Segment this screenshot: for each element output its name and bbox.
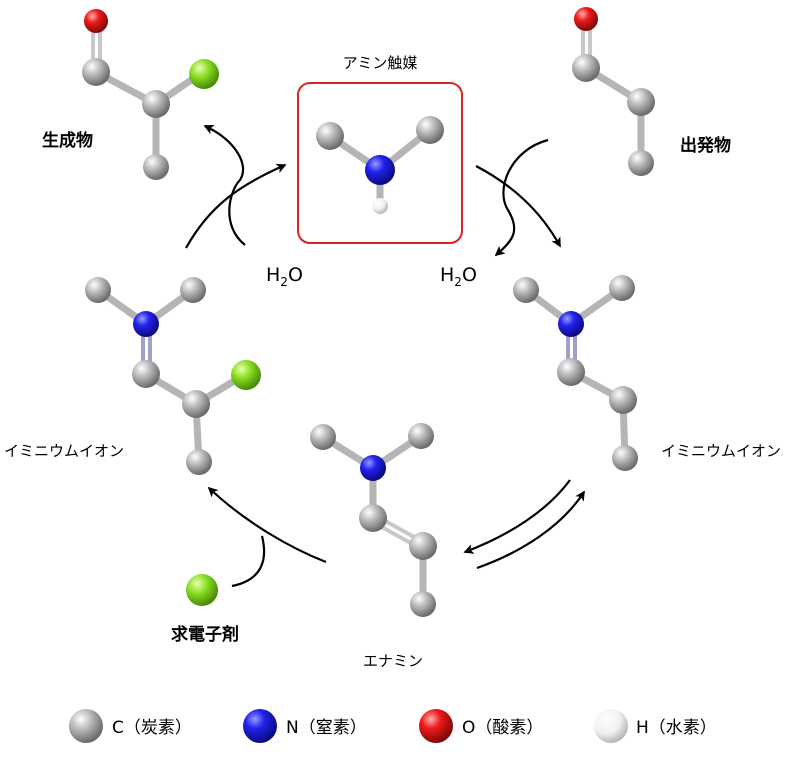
arrow-electrophile-entry	[231, 535, 266, 588]
carbon-atom	[572, 54, 600, 82]
carbon-atom	[409, 532, 437, 560]
svg-text:C（炭素）: C（炭素）	[112, 718, 192, 738]
starting-material-molecule	[572, 7, 655, 176]
iminium-right-label: イミニウムイオン	[661, 442, 781, 460]
carbon-atom	[359, 504, 387, 532]
iminium-left-label: イミニウムイオン	[4, 442, 124, 460]
enamine-label: エナミン	[363, 652, 423, 670]
carbon-atom	[142, 90, 170, 118]
legend-item-carbon: C（炭素）	[69, 709, 192, 743]
enamine-molecule	[310, 423, 437, 617]
carbon-atom	[85, 277, 111, 303]
legend-item-nitrogen: N（窒素）	[243, 709, 367, 743]
hydrogen-atom	[372, 198, 388, 214]
carbon-atom	[609, 386, 637, 414]
water-label-left: H2O	[266, 264, 303, 289]
arrow-iminium-to-catalyst	[185, 163, 287, 249]
legend-item-oxygen: O（酸素）	[419, 709, 543, 743]
nitrogen-atom	[133, 311, 159, 337]
carbon-atom	[408, 423, 434, 449]
carbon-atom	[628, 150, 654, 176]
catalyst-molecule	[316, 116, 444, 214]
carbon-atom	[416, 116, 444, 144]
carbon-atom	[180, 277, 206, 303]
catalyst-box	[297, 82, 463, 244]
carbon-atom	[82, 58, 110, 86]
carbon-atom	[513, 277, 539, 303]
product-label: 生成物	[42, 130, 93, 151]
electrophile-atom	[231, 360, 261, 390]
oxygen-atom	[84, 9, 108, 33]
nitrogen-legend-icon	[243, 709, 277, 743]
carbon-atom	[609, 275, 635, 301]
iminium-ion-left-molecule	[85, 277, 261, 475]
arrow-start-material-entry	[494, 138, 549, 257]
nitrogen-atom	[558, 311, 584, 337]
legend: C（炭素） N（窒素） O（酸素） H（水素）	[69, 709, 717, 743]
water-label-right: H2O	[440, 264, 477, 289]
nitrogen-atom	[360, 455, 386, 481]
arrow-catalyst-to-iminium	[475, 165, 561, 248]
carbon-atom	[143, 154, 169, 180]
catalyst-label: アミン触媒	[343, 54, 418, 72]
carbon-atom	[310, 424, 336, 450]
svg-text:N（窒素）: N（窒素）	[286, 718, 367, 738]
iminium-ion-right-molecule	[513, 275, 638, 471]
svg-text:O（酸素）: O（酸素）	[462, 718, 543, 738]
carbon-atom	[410, 591, 436, 617]
arrow-enamine-to-iminium	[207, 486, 327, 564]
electrophile-label: 求電子剤	[171, 624, 239, 645]
product-molecule	[82, 9, 219, 180]
oxygen-legend-icon	[419, 709, 453, 743]
electrophile-atom	[189, 59, 219, 89]
carbon-legend-icon	[69, 709, 103, 743]
arrow-iminium-to-enamine	[463, 479, 571, 554]
carbon-atom	[186, 449, 212, 475]
carbon-atom	[132, 360, 160, 388]
hydrogen-legend-icon	[594, 709, 628, 743]
electrophile-atom	[186, 574, 218, 606]
legend-item-hydrogen: H（水素）	[594, 709, 717, 743]
carbon-atom	[316, 122, 344, 150]
arrow-product-release	[203, 124, 246, 246]
arrow-enamine-to-iminium-right	[476, 490, 585, 570]
carbon-atom	[612, 445, 638, 471]
carbon-atom	[557, 358, 585, 386]
svg-text:H（水素）: H（水素）	[636, 718, 717, 738]
starting-material-label: 出発物	[680, 135, 731, 156]
carbon-atom	[182, 390, 210, 418]
nitrogen-atom	[365, 155, 395, 185]
oxygen-atom	[574, 7, 598, 31]
carbon-atom	[627, 88, 655, 116]
